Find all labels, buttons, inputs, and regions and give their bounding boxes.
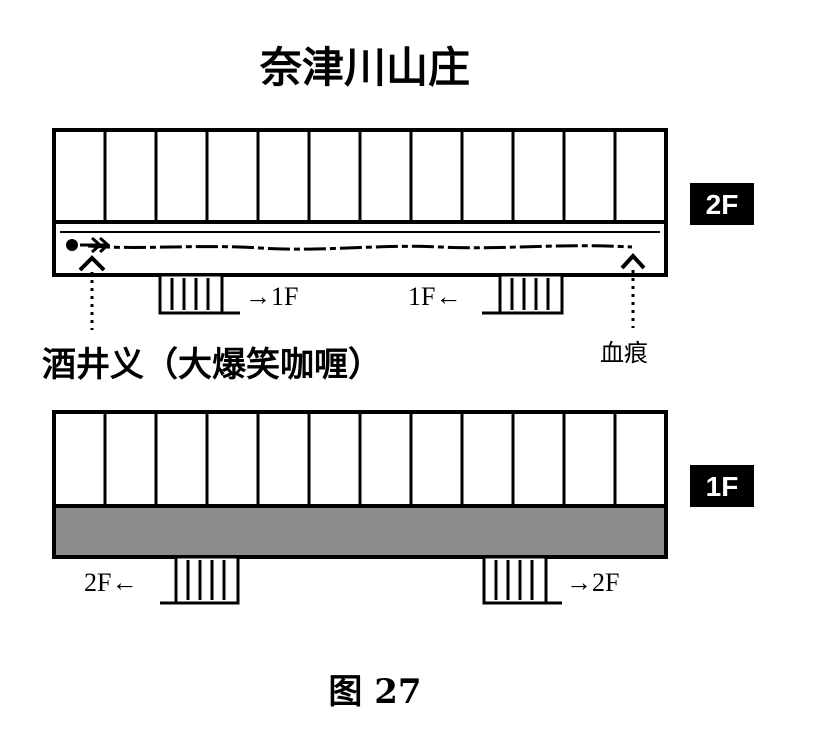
stairs-1f-right (482, 555, 562, 605)
floor-1f-badge (690, 465, 754, 507)
blood-trail (87, 244, 633, 251)
blood-label: 血痕 (600, 339, 648, 367)
stairs-2f-left (158, 273, 240, 315)
victim-body-icon (66, 236, 111, 254)
floor-2f: →1F 1F← 2F (52, 128, 754, 330)
stairs-2f-right-label: 1F← (408, 282, 461, 311)
stairs-1f-right-label: →2F (566, 568, 619, 597)
floor-2f-badge-text: 2F (706, 189, 739, 220)
diagram-title: 奈津川山庄 (259, 43, 470, 92)
floor-2f-badge (690, 183, 754, 225)
victim-label: 酒井义（大爆笑咖喱） (42, 345, 382, 385)
victim-pointer-icon (78, 255, 106, 272)
floor-1f-corridor (56, 506, 664, 555)
stairs-1f-left-label: 2F← (84, 568, 137, 597)
stairs-2f-right (482, 273, 564, 315)
blood-pointer-icon (620, 253, 646, 270)
floor-1f: 2F← →2F 1F (52, 410, 754, 605)
floor-2f-rooms (103, 130, 617, 222)
stairs-2f-left-label: →1F (245, 282, 298, 311)
stairs-1f-left (160, 555, 240, 605)
floor-1f-rooms (103, 412, 617, 506)
floor-1f-badge-text: 1F (706, 471, 739, 502)
figure-caption: 图 27 (328, 672, 421, 712)
